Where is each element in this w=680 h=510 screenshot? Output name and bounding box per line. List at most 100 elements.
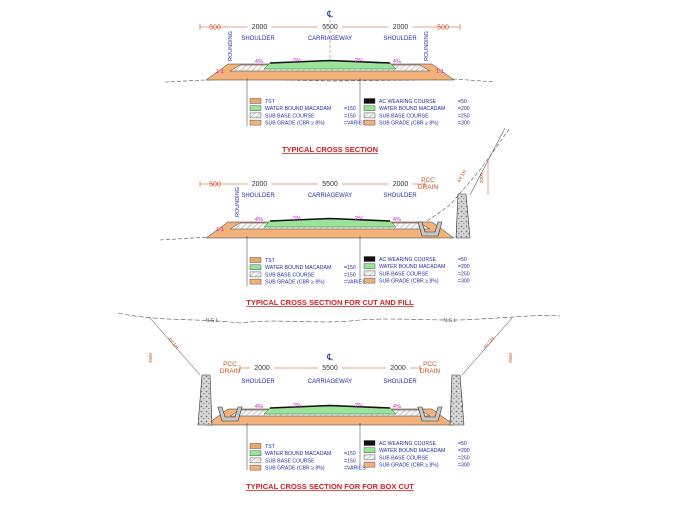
carriageway-label: CARRIAGEWAY — [308, 193, 352, 199]
label-line: DRAIN — [420, 368, 441, 375]
legend-right-swatch — [363, 440, 376, 446]
legend-left-value: =150 — [344, 458, 356, 464]
label-line: PCC — [423, 361, 437, 368]
dimension-label-bg — [247, 22, 272, 30]
dimension-label-bg — [386, 363, 410, 371]
legend-right-name: SUB BASE COURSE — [379, 455, 429, 461]
legend-left-name: SUB BASE COURSE — [265, 458, 315, 464]
legend-left-name: SUB BASE COURSE — [265, 113, 315, 119]
cut-slope-label: 4V:1H — [456, 169, 468, 184]
retaining-wall — [449, 374, 465, 426]
legend-right-value: =200 — [458, 448, 470, 454]
legend-right-swatch — [363, 98, 376, 104]
rounding-right-label: ROUNDING — [424, 31, 430, 61]
legend-left-swatch — [249, 443, 262, 449]
slope-label: 1:1 — [216, 69, 224, 75]
legend-left-value: =VARIES — [344, 121, 366, 127]
legend-left-value: =VARIES — [344, 280, 366, 286]
legend-left-value: =150 — [344, 113, 356, 119]
centerline-symbol: ℄ — [326, 352, 333, 362]
legend-left-value: =VARIES — [344, 466, 366, 472]
slope-label: 4% — [255, 404, 263, 410]
legend-right-value: =300 — [458, 121, 470, 127]
legend-right-swatch — [363, 270, 376, 277]
legend-left-swatch — [249, 105, 262, 111]
legend-left-value: =150 — [344, 265, 356, 271]
legend-right-value: =250 — [458, 455, 470, 461]
dimension-value: 2000 — [390, 365, 406, 372]
legend-right-value: =300 — [458, 463, 470, 469]
left-wall-height: 2000 — [148, 352, 153, 363]
shoulder-right-label: SHOULDER — [383, 379, 417, 385]
ac-wearing-course — [269, 404, 391, 409]
legend-left-name: WATER BOUND MACADAM — [265, 265, 331, 271]
carriageway-label: CARRIAGEWAY — [308, 379, 352, 385]
dimension-label-bg — [318, 179, 342, 187]
dimension-label-bg — [318, 363, 342, 371]
legend-right-name: AC WEARING COURSE — [379, 441, 437, 447]
pcc-drain — [417, 221, 443, 237]
shoulder-left-label: SHOULDER — [241, 379, 275, 385]
legend-left-swatch — [249, 271, 262, 278]
centerline-symbol: ℄ — [326, 9, 333, 19]
pcc-drain — [417, 406, 443, 422]
pcc-drain — [217, 406, 243, 422]
dimension-value: 2000 — [252, 24, 268, 31]
label-line: PCC — [223, 361, 237, 368]
legend-right-name: AC WEARING COURSE — [379, 257, 437, 263]
legend-right-swatch — [363, 112, 376, 119]
legend-right-value: =300 — [458, 279, 470, 285]
legend-left-swatch — [249, 450, 262, 456]
section-title: TYPICAL CROSS SECTION — [282, 145, 378, 154]
legend-right-name: WATER BOUND MACADAM — [379, 106, 445, 112]
legend-right-name: AC WEARING COURSE — [379, 99, 437, 105]
legend-right-name: SUB BASE COURSE — [379, 113, 429, 119]
legend-left-swatch — [249, 98, 262, 104]
legend-left-value: =150 — [344, 451, 356, 457]
ngl-label-right: N.G.L — [443, 318, 456, 324]
legend-left-swatch — [249, 278, 262, 285]
legend-right-swatch — [363, 447, 376, 453]
legend-left-name: SUB GRADE (CBR ≥ 8%) — [265, 466, 325, 472]
right-cut-slope — [461, 317, 513, 376]
cut-slope — [469, 127, 506, 196]
dim-outer-left: 500 — [209, 182, 221, 189]
dimension-value: 5500 — [322, 181, 338, 188]
legend-right-value: =200 — [458, 264, 470, 270]
legend-right-name: SUB GRADE (CBR ≥ 8%) — [379, 121, 439, 127]
legend-right-swatch — [363, 461, 376, 468]
legend-right-value: =250 — [458, 113, 470, 119]
slope-label: 4% — [393, 59, 401, 65]
legend-left-name: WATER BOUND MACADAM — [265, 106, 331, 112]
legend-right-name: SUB BASE COURSE — [379, 271, 429, 277]
legend-left-swatch — [249, 457, 262, 464]
dimension-value: 2000 — [254, 365, 270, 372]
shoulder-left-label: SHOULDER — [241, 193, 275, 199]
left-cut-slope-label: 4V:1H — [166, 336, 180, 351]
label-line: DRAIN — [418, 184, 439, 191]
ac-wearing-course — [269, 59, 391, 64]
legend-right-value: =50 — [458, 441, 467, 447]
section-title: TYPICAL CROSS SECTION FOR CUT AND FILL — [246, 298, 414, 307]
legend-right-swatch — [363, 256, 376, 262]
rounding-left-label: ROUNDING — [228, 31, 234, 61]
dimension-value: 2000 — [393, 181, 409, 188]
slope-label: 4% — [255, 59, 263, 65]
slope-label: 1:1 — [436, 69, 444, 75]
legend-right-name: WATER BOUND MACADAM — [379, 448, 445, 454]
slope-label: 4% — [255, 217, 263, 223]
shoulder-right-label: SHOULDER — [383, 193, 417, 199]
legend-right-swatch — [363, 277, 376, 284]
shoulder-left-label: SHOULDER — [241, 36, 275, 42]
right-wall-height: 2000 — [508, 352, 513, 363]
retaining-wall — [455, 193, 471, 239]
legend-right-value: =250 — [458, 271, 470, 277]
legend-left-swatch — [249, 257, 262, 263]
legend-left-name: SUB GRADE (CBR ≥ 8%) — [265, 121, 325, 127]
